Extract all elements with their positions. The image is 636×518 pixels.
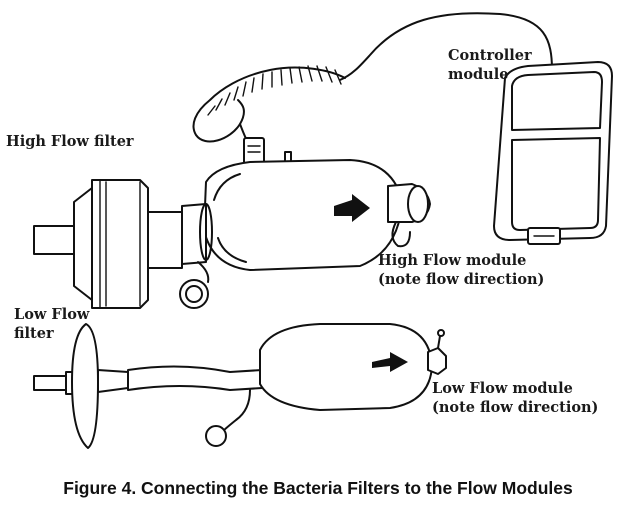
low-flow-filter: [33, 323, 129, 449]
label-high-flow-module-line1: High Flow module: [378, 252, 526, 269]
controller-cable: [339, 12, 553, 81]
high-flow-module: [203, 159, 431, 271]
label-controller-line1: Controller: [448, 47, 532, 64]
low-flow-tubing: [127, 365, 263, 447]
label-low-flow-filter-line1: Low Flow: [14, 306, 90, 323]
controller-module: [493, 61, 613, 245]
label-high-flow-filter: High Flow filter: [6, 133, 134, 150]
label-low-flow-filter-line2: filter: [14, 325, 54, 342]
label-low-flow-module-line1: Low Flow module: [432, 380, 573, 397]
label-controller-line2: module: [448, 66, 508, 83]
coiled-cord: [192, 65, 346, 153]
high-flow-filter: [33, 179, 213, 309]
low-flow-direction-arrow: [372, 352, 408, 372]
cable-plug: [243, 137, 292, 169]
label-low-flow-module-line2: (note flow direction): [432, 399, 598, 416]
label-high-flow-module-line2: (note flow direction): [378, 271, 544, 288]
low-flow-module: [259, 323, 447, 411]
high-flow-direction-arrow: [334, 194, 370, 222]
figure-caption: Figure 4. Connecting the Bacteria Filter…: [63, 478, 573, 498]
